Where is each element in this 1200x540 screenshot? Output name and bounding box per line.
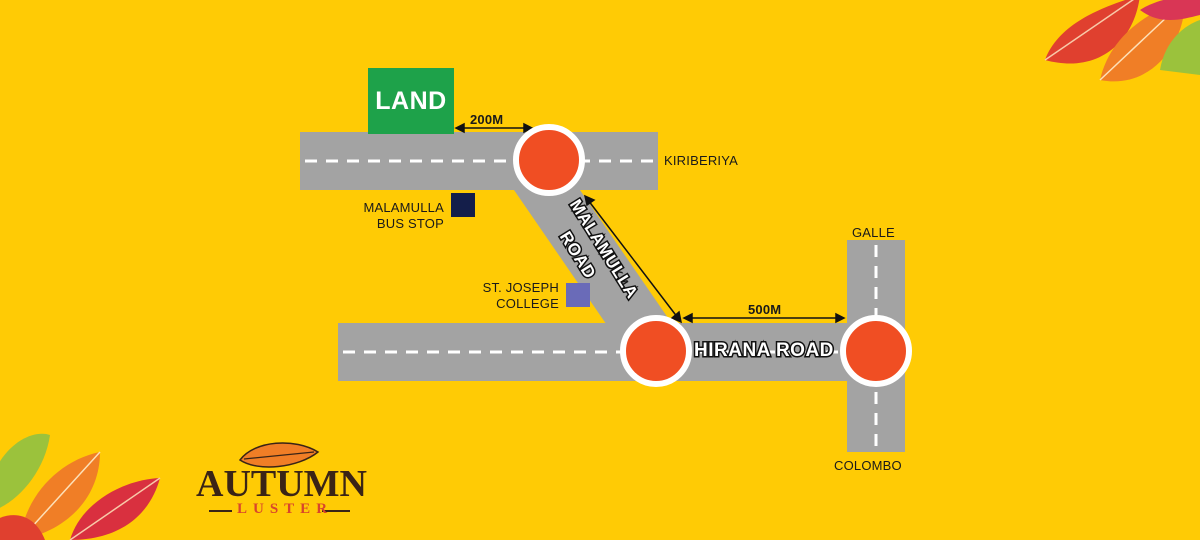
label-bus-stop-line1: MALAMULLA bbox=[363, 200, 444, 215]
distance-200m: 200M bbox=[470, 112, 504, 127]
distance-500m: 500M bbox=[748, 302, 782, 317]
label-kiriberiya: KIRIBERIYA bbox=[664, 153, 739, 168]
label-bus-stop-line2: BUS STOP bbox=[376, 216, 444, 231]
distance-arrows bbox=[454, 122, 846, 324]
label-colombo: COLOMBO bbox=[834, 458, 902, 473]
road-malamulla bbox=[514, 190, 690, 350]
roundabout-kiriberiya bbox=[513, 124, 585, 196]
logo-title: AUTUMN bbox=[196, 463, 367, 505]
autumn-leaves-top-right bbox=[1044, 0, 1200, 82]
bus-stop-marker bbox=[451, 193, 475, 217]
college-marker bbox=[566, 283, 590, 307]
road-markings bbox=[305, 159, 878, 448]
autumn-leaves-bottom-left bbox=[0, 433, 161, 540]
label-college-line2: COLLEGE bbox=[496, 296, 559, 311]
roundabouts bbox=[513, 124, 912, 387]
land-plot: LAND bbox=[368, 68, 454, 134]
label-college-line1: ST. JOSEPH bbox=[482, 280, 559, 295]
leaf-icon bbox=[209, 442, 350, 512]
logo-subtitle: LUSTER bbox=[237, 501, 334, 517]
land-label: LAND bbox=[375, 86, 447, 115]
label-galle: GALLE bbox=[852, 225, 895, 240]
roundabout-galle bbox=[840, 315, 912, 387]
roads bbox=[300, 132, 905, 452]
roundabout-hirana bbox=[620, 315, 692, 387]
road-label-hirana: HIRANA ROAD bbox=[693, 339, 835, 363]
